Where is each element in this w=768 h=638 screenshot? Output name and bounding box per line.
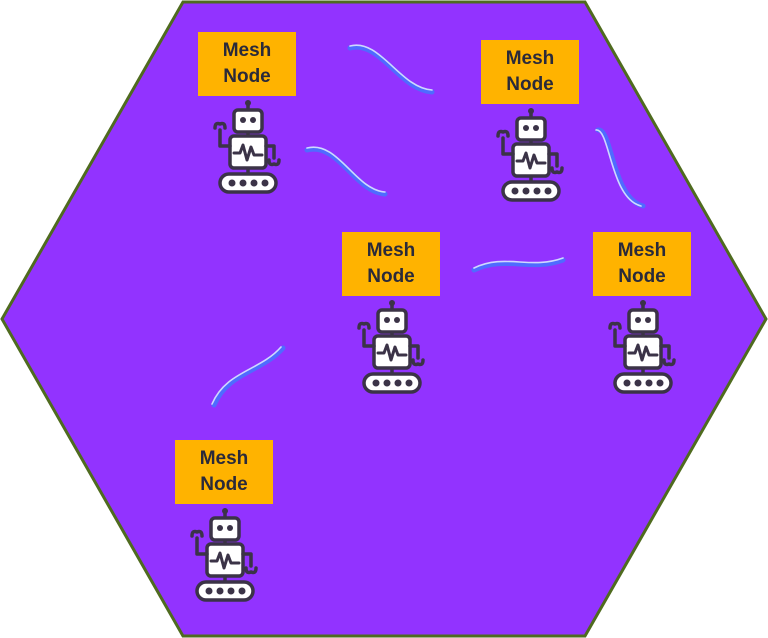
node-label-line-1: Mesh [199, 448, 249, 469]
robot-icon [352, 300, 432, 396]
wireless-link-icon [471, 257, 566, 273]
wireless-link-icon [211, 345, 286, 408]
node-label-line-2: Node [223, 66, 271, 87]
robot-icon [491, 108, 571, 204]
node-label-line-2: Node [367, 266, 415, 287]
node-label: Mesh Node [481, 40, 579, 104]
links-layer [211, 44, 646, 408]
node-label: Mesh Node [175, 440, 273, 504]
node-label-line-2: Node [618, 266, 666, 287]
node-label-line-1: Mesh [222, 40, 272, 61]
node-label: Mesh Node [198, 32, 296, 96]
wireless-link-icon [304, 146, 388, 197]
node-label-line-2: Node [200, 474, 248, 495]
node-label: Mesh Node [342, 232, 440, 296]
wireless-link-icon [347, 44, 435, 95]
robot-icon [208, 100, 288, 196]
node-label: Mesh Node [593, 232, 691, 296]
robot-icon [185, 508, 265, 604]
node-label-line-1: Mesh [366, 240, 416, 261]
node-label-line-2: Node [506, 74, 554, 95]
robot-icon [603, 300, 683, 396]
node-label-line-1: Mesh [505, 48, 555, 69]
wireless-link-icon [595, 127, 646, 209]
node-label-line-1: Mesh [617, 240, 667, 261]
